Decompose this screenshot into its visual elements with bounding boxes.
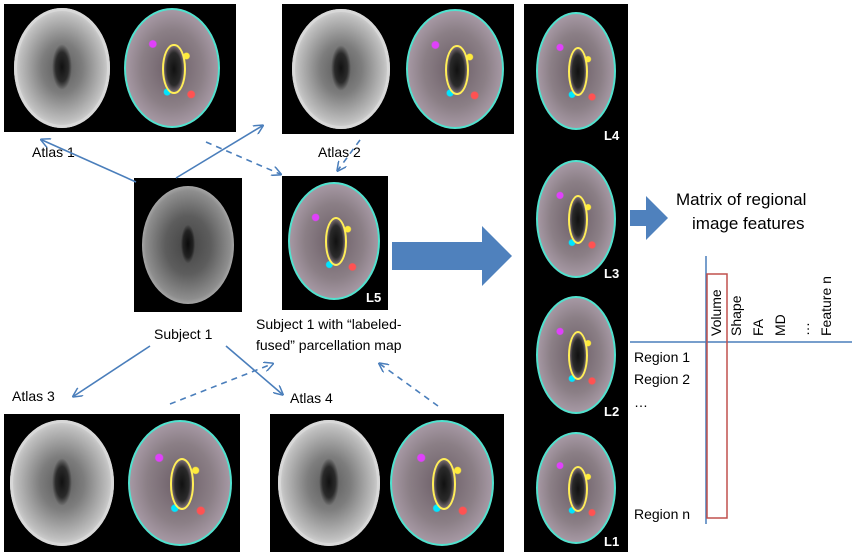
level-l1-brain bbox=[536, 432, 616, 544]
level-l4-brain bbox=[536, 12, 616, 130]
arrow-subject-to-atlas2 bbox=[175, 126, 262, 179]
atlas-2-label: Atlas 2 bbox=[318, 144, 361, 160]
fused-map-brain bbox=[288, 182, 380, 300]
atlas-3-t1-brain bbox=[10, 420, 114, 546]
arrow-subject-to-atlas4 bbox=[225, 345, 282, 394]
fused-caption-line1: Subject 1 with “labeled- bbox=[256, 316, 402, 332]
feature-header-fa: FA bbox=[750, 318, 766, 336]
feature-header-shape: Shape bbox=[728, 295, 744, 336]
fused-caption-line2: fused” parcellation map bbox=[256, 337, 402, 353]
matrix-title-line2: image features bbox=[692, 214, 805, 233]
subject-1-panel bbox=[134, 178, 242, 312]
matrix-title-line1: Matrix of regional bbox=[676, 190, 807, 209]
atlas-3-label: Atlas 3 bbox=[12, 388, 55, 404]
level-strip-panel: L4 L3 L2 L1 bbox=[524, 4, 628, 552]
big-arrow-to-matrix bbox=[630, 196, 668, 240]
feature-header-feature-n: Feature n bbox=[818, 276, 834, 336]
atlas-3-panel bbox=[4, 414, 240, 552]
level-l1-label: L1 bbox=[604, 534, 620, 549]
region-row-n: Region n bbox=[634, 506, 691, 522]
level-l2-label: L2 bbox=[604, 404, 620, 419]
level-l2-brain bbox=[536, 296, 616, 414]
atlas-2-label-brain bbox=[406, 9, 504, 129]
level-l3-brain bbox=[536, 160, 616, 278]
feature-header-ellipsis: … bbox=[796, 322, 812, 336]
atlas-1-panel bbox=[4, 4, 236, 132]
atlas-1-t1-brain bbox=[14, 8, 110, 128]
atlas-1-label: Atlas 1 bbox=[32, 144, 75, 160]
atlas-2-panel bbox=[282, 4, 514, 134]
arrow-subject-to-atlas3 bbox=[74, 345, 151, 396]
level-l3-label: L3 bbox=[604, 266, 620, 281]
atlas-4-label: Atlas 4 bbox=[290, 390, 333, 406]
fused-map-panel: L5 bbox=[282, 176, 388, 310]
atlas-4-panel bbox=[270, 414, 504, 552]
atlas-1-label-brain bbox=[124, 8, 220, 128]
big-arrow-to-levels bbox=[392, 226, 512, 286]
feature-header-md: MD bbox=[772, 314, 788, 336]
atlas-2-t1-brain bbox=[292, 9, 390, 129]
subject-1-brain bbox=[142, 186, 234, 304]
region-row-2: Region 2 bbox=[634, 371, 691, 387]
level-l4-label: L4 bbox=[604, 128, 620, 143]
region-row-ellipsis: … bbox=[634, 394, 648, 410]
feature-header-volume: Volume bbox=[708, 289, 724, 336]
fused-map-level-label: L5 bbox=[366, 290, 382, 305]
atlas-4-label-brain bbox=[390, 420, 494, 546]
atlas-4-t1-brain bbox=[278, 420, 380, 546]
arrow-atlas4-to-fused bbox=[380, 364, 439, 407]
subject-1-label: Subject 1 bbox=[154, 326, 213, 342]
region-row-1: Region 1 bbox=[634, 349, 691, 365]
arrow-atlas3-to-fused bbox=[169, 364, 272, 405]
arrow-atlas1-to-fused bbox=[205, 141, 280, 174]
atlas-3-label-brain bbox=[128, 420, 232, 546]
